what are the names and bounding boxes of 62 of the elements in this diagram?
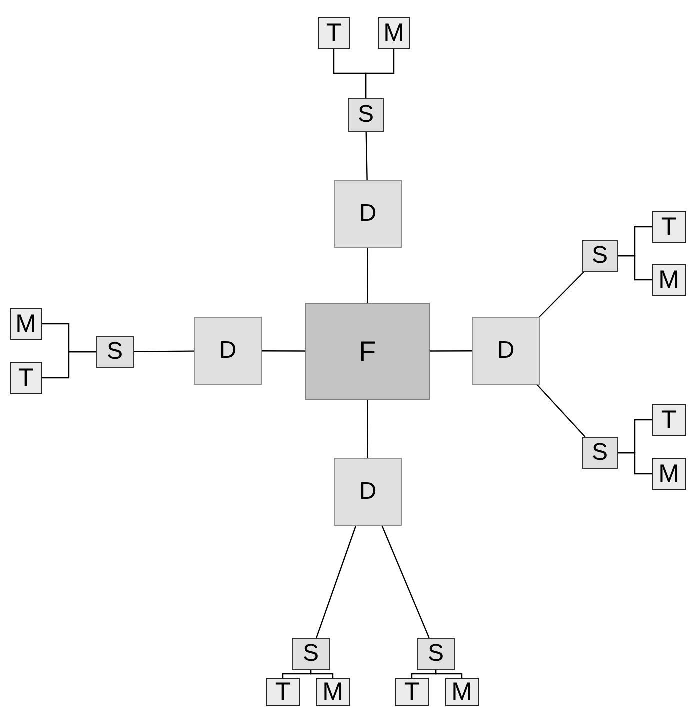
- connector-line: [310, 670, 334, 678]
- node-box: [445, 678, 479, 706]
- connector-line: [367, 248, 368, 303]
- connector-line: [618, 452, 652, 475]
- node-box: [395, 678, 429, 706]
- node-box: [292, 638, 330, 670]
- node-box: [652, 458, 686, 490]
- node-label: M: [322, 680, 344, 704]
- node-box: [652, 211, 686, 243]
- node-label: T: [275, 680, 291, 704]
- node-label: M: [452, 680, 472, 704]
- node-label: M: [658, 268, 680, 292]
- node-label: S: [302, 642, 319, 666]
- connector-line: [316, 526, 357, 638]
- node-box: [316, 678, 350, 706]
- connector-line: [366, 132, 368, 180]
- node-label: D: [359, 202, 377, 226]
- node-box: [582, 240, 618, 272]
- node-label: T: [661, 214, 677, 240]
- node-box: [582, 437, 618, 469]
- node-box: [334, 458, 402, 526]
- node-box: [318, 17, 350, 49]
- connector-line: [539, 272, 585, 318]
- connector-line: [430, 350, 472, 352]
- node-box: [194, 317, 262, 385]
- node-box: [652, 404, 686, 436]
- node-label: S: [592, 441, 608, 465]
- node-label: D: [219, 339, 237, 363]
- node-box: [417, 638, 455, 670]
- node-label: T: [326, 20, 342, 46]
- connector-line: [365, 49, 395, 98]
- node-box: [96, 336, 134, 368]
- connector-line: [367, 400, 368, 458]
- connector-line: [435, 670, 463, 678]
- node-label: M: [16, 312, 36, 336]
- connector-line: [382, 526, 430, 638]
- connector-line: [42, 351, 96, 379]
- connector-line: [536, 384, 586, 438]
- node-box: [378, 17, 410, 49]
- node-label: S: [358, 103, 374, 127]
- node-box: [266, 678, 300, 706]
- node-box: [472, 317, 540, 385]
- node-box: [305, 303, 430, 400]
- node-box: [348, 98, 384, 132]
- node-label: D: [497, 339, 515, 363]
- node-label: M: [384, 20, 404, 46]
- node-box: [10, 308, 42, 340]
- node-label: T: [18, 366, 34, 390]
- node-label: S: [592, 244, 608, 268]
- connector-line: [134, 350, 194, 352]
- node-label: S: [106, 340, 123, 364]
- connector-line: [262, 350, 305, 352]
- node-label: D: [359, 480, 377, 504]
- node-box: [334, 180, 402, 248]
- node-label: T: [404, 680, 420, 704]
- node-label: M: [658, 462, 680, 486]
- node-label: F: [358, 338, 376, 366]
- node-box: [652, 264, 686, 296]
- node-box: [10, 362, 42, 394]
- node-label: S: [428, 642, 444, 666]
- node-label: T: [661, 408, 677, 432]
- connector-line: [618, 255, 652, 281]
